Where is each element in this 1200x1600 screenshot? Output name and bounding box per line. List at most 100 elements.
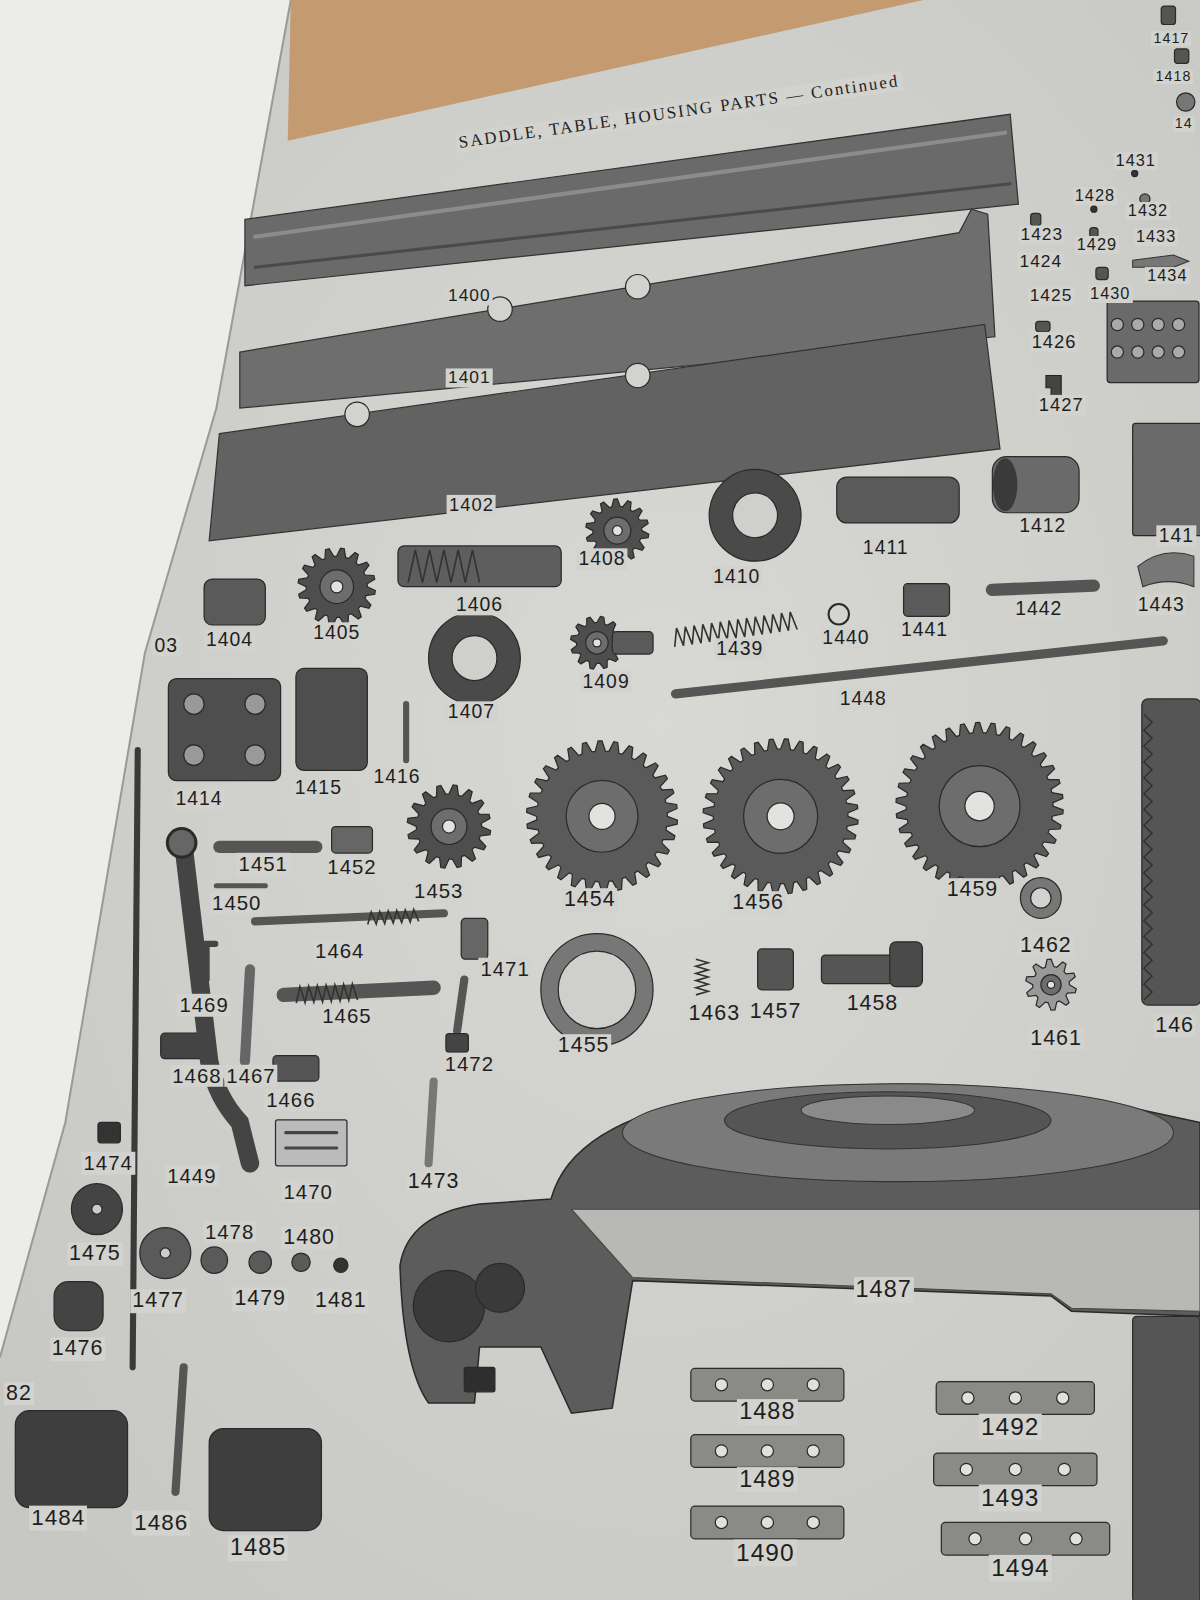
bevel-gear-1453-hub: [431, 809, 467, 845]
callout-number: 1472: [443, 1053, 496, 1075]
callout-number: 14: [1173, 117, 1195, 133]
housing-top: [622, 1084, 1173, 1182]
bolt-1486: [176, 1367, 184, 1491]
cap-hole: [245, 745, 265, 765]
callout-number: 1416: [371, 766, 422, 787]
casting-edge: [1133, 1316, 1200, 1600]
gib-hole: [807, 1445, 819, 1457]
callout-number: 1429: [1075, 236, 1119, 254]
callout-number: 1417: [1152, 31, 1192, 47]
block-hole: [1172, 318, 1184, 330]
gib-hole: [1058, 1463, 1070, 1475]
small-block: [1096, 267, 1108, 279]
bevel-gear-1405: [298, 548, 375, 625]
gib-hole: [807, 1516, 819, 1528]
collar-bore: [733, 493, 778, 538]
bushing-1441: [904, 584, 950, 617]
callout-number: 1414: [173, 788, 224, 809]
callout-number: 1428: [1073, 187, 1117, 205]
callout-number: 1430: [1088, 285, 1132, 303]
callout-number: 1454: [562, 888, 618, 912]
washer-bore: [92, 1204, 102, 1214]
pin-head: [446, 1034, 468, 1052]
callout-number: 1408: [576, 549, 627, 570]
callout-number: 141: [1157, 525, 1196, 546]
bevel-gear-1405-hub: [320, 570, 354, 604]
callout-number: 82: [4, 1382, 34, 1406]
lock-washer-1461: [1026, 959, 1076, 1010]
gear-1456: [703, 739, 858, 894]
block-hole: [1152, 346, 1164, 358]
nut-1462: [1020, 878, 1061, 919]
callout-number: 1453: [412, 880, 465, 902]
callout-number: 1425: [1028, 286, 1075, 305]
callout-number: 1407: [446, 702, 497, 723]
callout-number: 1400: [446, 286, 493, 305]
housing-boss: [801, 1096, 974, 1125]
shaft-1458: [821, 955, 892, 984]
callout-number: 1493: [979, 1484, 1041, 1511]
pin-1442: [992, 586, 1094, 590]
spring-1463: [696, 959, 708, 995]
callout-number: 1415: [293, 777, 344, 798]
callout-number: 1475: [67, 1242, 123, 1266]
bevel-gear-1453: [407, 785, 490, 868]
callout-number: 1494: [989, 1555, 1051, 1582]
gib-hole: [1009, 1463, 1021, 1475]
callout-number: 1485: [228, 1535, 288, 1561]
callout-number: 1459: [945, 878, 1001, 902]
gib-hole: [962, 1392, 974, 1404]
callout-number: 1412: [1017, 515, 1068, 536]
gib-hole: [1009, 1392, 1021, 1404]
callout-number: 1488: [737, 1399, 797, 1425]
small-screw: [1031, 213, 1041, 225]
gear-1459-hub: [939, 766, 1020, 847]
callout-number: 1411: [861, 537, 911, 558]
callout-number: 1418: [1154, 69, 1194, 85]
pinion-1409-hub: [586, 632, 608, 654]
bushing-1452: [332, 827, 373, 854]
key-1474: [98, 1122, 120, 1142]
gear-1459: [896, 722, 1063, 889]
ball: [1177, 93, 1195, 111]
callout-number: 1452: [325, 856, 378, 878]
callout-number: 1439: [714, 638, 765, 659]
callout-number: 1469: [177, 994, 230, 1016]
callout-number: 1450: [210, 892, 263, 914]
callout-number: 1433: [1134, 228, 1178, 246]
gib-hole: [807, 1379, 819, 1391]
plug-1476: [54, 1282, 103, 1331]
housing-bore: [413, 1270, 484, 1341]
sleeve-1412: [992, 457, 1079, 513]
rod-1467: [245, 969, 250, 1061]
callout-number: 1461: [1028, 1027, 1084, 1051]
ball: [1091, 206, 1097, 212]
callout-number: 146: [1153, 1014, 1196, 1038]
worm-thread: [408, 550, 479, 583]
block-hole: [1172, 346, 1184, 358]
nut-bore: [1031, 888, 1051, 908]
callout-number: 1409: [581, 671, 632, 692]
worm-shaft-1406: [398, 546, 561, 587]
callout-number: 1470: [281, 1181, 334, 1203]
shaft-1460: [1142, 699, 1200, 1005]
callout-number: 1474: [81, 1152, 134, 1174]
gib-hole: [761, 1516, 773, 1528]
ball-1478: [201, 1247, 228, 1274]
callout-number: 1448: [838, 688, 889, 709]
lock-washer-1461-bore: [1047, 981, 1054, 988]
cap-hole: [184, 694, 204, 714]
block-hole: [1111, 318, 1123, 330]
washer-1475: [71, 1184, 122, 1235]
pin-1472: [457, 980, 464, 1031]
pin-1450: [216, 883, 265, 888]
bushing-1471: [461, 918, 488, 959]
gib-hole: [1019, 1533, 1031, 1545]
pin-1473: [429, 1082, 434, 1164]
callout-number: 1451: [237, 853, 290, 875]
shaft-1411: [837, 477, 959, 523]
callout-number: 1401: [446, 368, 493, 387]
small-pin: [1174, 49, 1188, 63]
gib-hole: [715, 1379, 727, 1391]
